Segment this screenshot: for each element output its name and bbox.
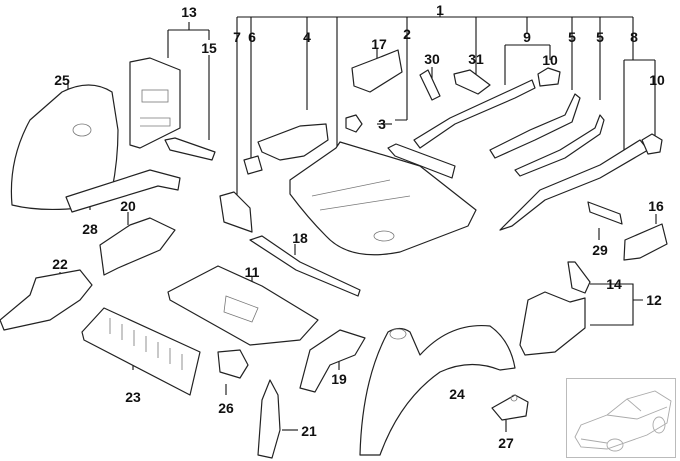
callout-5a: 5 — [568, 29, 576, 45]
callout-1: 1 — [436, 2, 444, 18]
callout-29: 29 — [592, 242, 608, 258]
callout-7: 7 — [233, 29, 241, 45]
part-18-rail — [249, 235, 361, 297]
callout-11: 11 — [244, 264, 260, 280]
part-19-bracket — [299, 329, 366, 393]
part-24-wheel-house — [359, 324, 516, 456]
callout-20: 20 — [120, 198, 136, 214]
callout-10b: 10 — [649, 72, 665, 88]
callout-27: 27 — [498, 435, 514, 451]
callout-9: 9 — [523, 29, 531, 45]
part-20-bracket — [99, 217, 176, 276]
part-13-side-panel — [129, 57, 181, 149]
part-7-plate — [219, 191, 253, 233]
part-26-clip — [217, 349, 249, 379]
part-10-cap-left — [537, 67, 561, 87]
callout-2: 2 — [403, 26, 411, 42]
part-2-bracket — [387, 143, 456, 179]
callout-4: 4 — [303, 29, 311, 45]
part-5-brace-a — [489, 93, 581, 159]
part-10-cap-right — [641, 133, 663, 155]
part-14-bracket — [567, 261, 591, 294]
part-23-floor-panel — [81, 307, 201, 396]
part-8-rail — [499, 139, 649, 231]
part-31-bracket — [453, 69, 491, 95]
part-29-strip — [587, 201, 623, 225]
callout-17: 17 — [371, 36, 387, 52]
part-21-pillar — [257, 379, 281, 459]
callout-10a: 10 — [542, 52, 558, 68]
part-6-clip — [243, 155, 263, 175]
part-9-rail — [413, 79, 536, 149]
callout-6: 6 — [248, 29, 256, 45]
callout-5b: 5 — [596, 29, 604, 45]
callout-28: 28 — [82, 221, 98, 237]
vehicle-thumbnail — [566, 378, 676, 458]
callout-21: 21 — [301, 423, 317, 439]
part-3-clip — [345, 114, 363, 133]
callout-13: 13 — [181, 4, 197, 20]
leader-lines — [59, 8, 657, 432]
part-12-panel — [519, 291, 586, 356]
callout-3: 3 — [378, 116, 386, 132]
part-27-mount — [491, 394, 529, 421]
part-30-channel — [419, 69, 441, 101]
callout-14: 14 — [606, 276, 622, 292]
callout-24: 24 — [449, 386, 465, 402]
callout-16: 16 — [648, 198, 664, 214]
car-overview-icon — [574, 390, 672, 452]
callout-18: 18 — [292, 230, 308, 246]
callout-25: 25 — [54, 72, 70, 88]
part-15-bracket — [164, 137, 216, 161]
part-28-strut — [65, 169, 181, 213]
callout-8: 8 — [630, 29, 638, 45]
part-5-brace-b — [514, 114, 605, 177]
callout-15: 15 — [201, 40, 217, 56]
callout-19: 19 — [331, 371, 347, 387]
callout-31: 31 — [468, 51, 484, 67]
callout-30: 30 — [424, 51, 440, 67]
callout-23: 23 — [125, 389, 141, 405]
callout-12: 12 — [646, 292, 662, 308]
part-1-rear-floor — [289, 141, 477, 256]
callout-22: 22 — [52, 256, 68, 272]
part-4-bracket — [257, 123, 329, 161]
part-17-bracket — [351, 49, 403, 93]
part-22-rail — [0, 269, 93, 331]
part-16-bracket — [623, 223, 668, 261]
part-11-floor-section — [167, 265, 319, 346]
callout-26: 26 — [218, 400, 234, 416]
